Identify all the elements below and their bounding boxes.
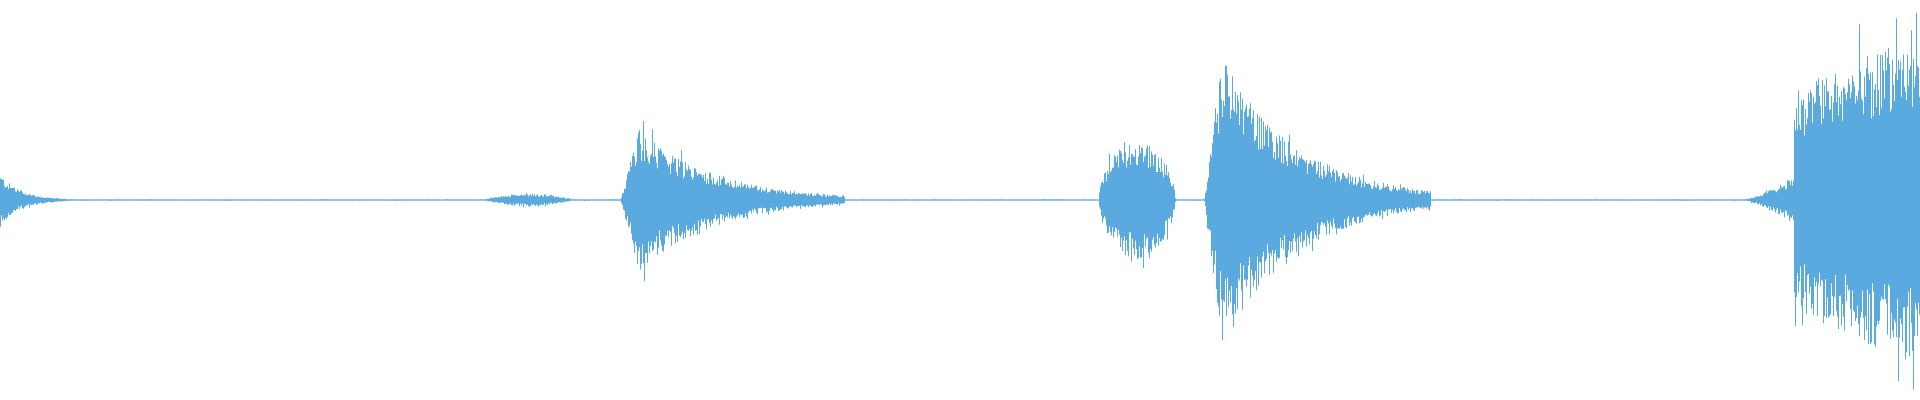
waveform-body xyxy=(0,12,1920,390)
